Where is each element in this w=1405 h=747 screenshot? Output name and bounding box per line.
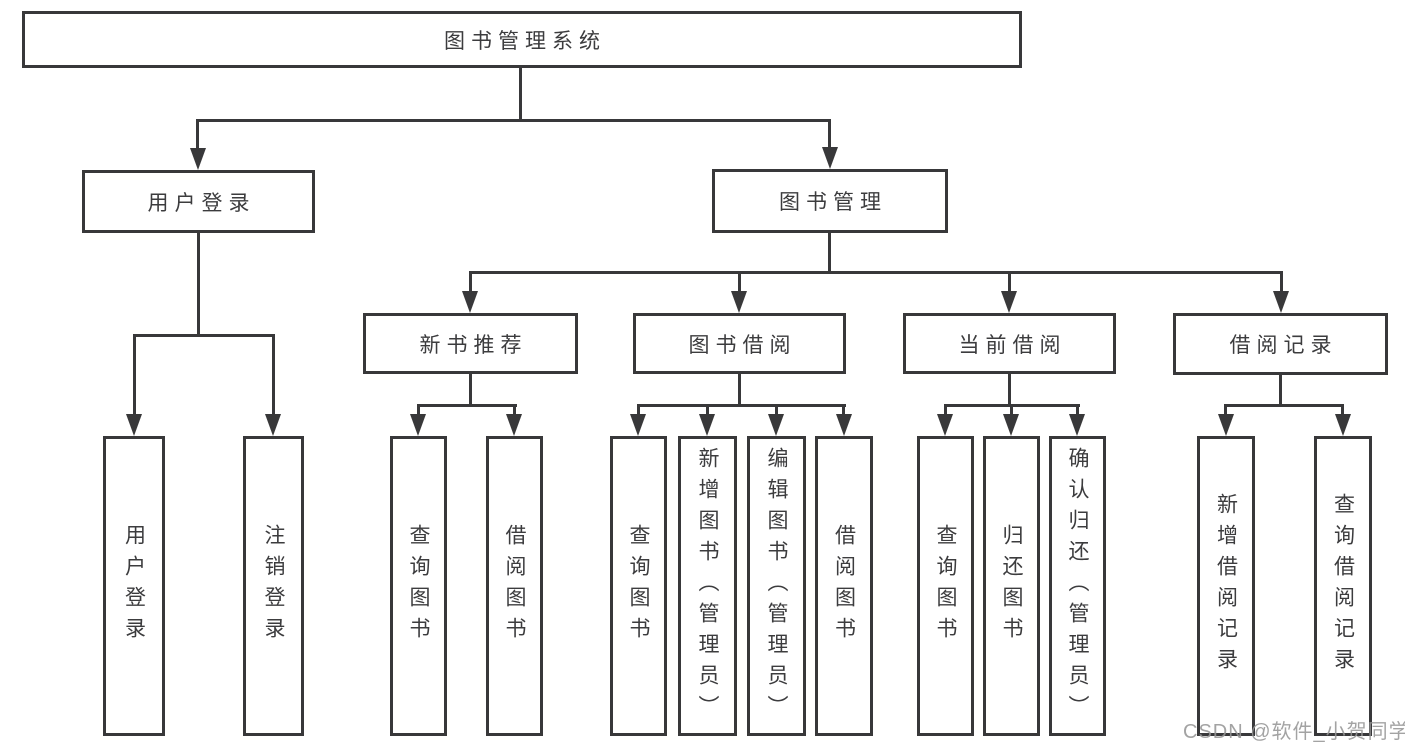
arrowhead-down [1069,414,1085,436]
connector-records-bar [1224,404,1344,407]
connector-bookborrow-bar [637,404,846,407]
connector-drop-user-login [196,119,199,151]
leaf-add-borrow-record: 新增借阅记录 [1197,436,1255,736]
arrowhead-down [1003,414,1019,436]
leaf-borrow-books-recommend: 借阅图书 [486,436,543,736]
node-book-management-group: 图书管理 [712,169,948,233]
connector-bookmgmt-bar [469,271,1283,274]
arrowhead-down [1335,414,1351,436]
leaf-logout: 注销登录 [243,436,304,736]
arrowhead-down [265,414,281,436]
connector-currentborrow-stem [1008,374,1011,407]
csdn-watermark: CSDN @软件_小贺同学 [1183,721,1405,743]
leaf-add-book-admin: 新增图书（管理员） [678,436,737,736]
connector-drop [944,404,947,418]
connector-drop-book-management [828,119,831,151]
connector-drop [842,404,845,418]
leaf-label: 新增借阅记录 [1214,493,1238,679]
connector-root-stem [519,68,522,122]
node-label: 借阅记录 [1229,334,1338,357]
arrowhead-down [506,414,522,436]
leaf-query-books-current: 查询图书 [917,436,974,736]
connector-drop [706,404,709,418]
connector-drop-leaf-logout [272,334,275,416]
leaf-label: 查询图书 [407,524,430,648]
node-label: 图书管理系统 [444,29,606,53]
leaf-label: 确认归还（管理员） [1066,446,1089,726]
arrowhead-down [937,414,953,436]
connector-drop [513,404,516,418]
connector-drop-book-borrow [738,271,741,293]
leaf-return-book: 归还图书 [983,436,1040,736]
leaf-label: 注销登录 [262,524,285,648]
arrowhead-down [699,414,715,436]
connector-drop-current-borrow [1008,271,1011,293]
node-label: 当前借阅 [958,333,1067,357]
connector-bookborrow-stem [738,374,741,407]
arrowhead-down [630,414,646,436]
connector-drop [1076,404,1079,418]
leaf-confirm-return-admin: 确认归还（管理员） [1049,436,1106,736]
leaf-label: 编辑图书（管理员） [765,446,788,726]
connector-newbook-bar [417,404,517,407]
leaf-query-borrow-record: 查询借阅记录 [1314,436,1372,736]
arrowhead-down [768,414,784,436]
connector-drop [417,404,420,418]
leaf-edit-book-admin: 编辑图书（管理员） [747,436,806,736]
leaf-label: 用户登录 [122,524,146,648]
arrowhead-down [1273,291,1289,313]
connector-drop [1010,404,1013,418]
leaf-label: 借阅图书 [503,524,526,648]
arrowhead-down [836,414,852,436]
arrowhead-down [1001,291,1017,313]
node-new-book-recommend: 新书推荐 [363,313,578,374]
connector-root-bar [197,119,831,122]
arrowhead-down [731,291,747,313]
connector-drop-new-book [469,271,472,293]
arrowhead-down [410,414,426,436]
leaf-label: 查询借阅记录 [1331,493,1355,679]
connector-newbook-stem [469,374,472,407]
leaf-label: 新增图书（管理员） [696,446,719,726]
leaf-label: 借阅图书 [832,524,856,648]
leaf-user-login: 用户登录 [103,436,165,736]
node-user-login-group: 用户登录 [82,170,315,233]
arrowhead-down [126,414,142,436]
arrowhead-down [190,148,206,170]
node-borrowing-records: 借阅记录 [1173,313,1388,375]
leaf-label: 查询图书 [627,524,650,648]
connector-drop-borrow-records [1280,271,1283,293]
leaf-borrow-books: 借阅图书 [815,436,873,736]
leaf-label: 查询图书 [934,524,957,648]
connector-userlogin-stem [197,233,200,337]
leaf-query-books-borrow: 查询图书 [610,436,667,736]
arrowhead-down [822,147,838,169]
connector-userlogin-bar [133,334,275,337]
node-label: 用户登录 [147,191,256,215]
arrowhead-down [1218,414,1234,436]
connector-drop [637,404,640,418]
connector-drop [775,404,778,418]
connector-drop [1341,404,1344,418]
node-current-borrowing: 当前借阅 [903,313,1116,374]
node-library-management-system: 图书管理系统 [22,11,1022,68]
leaf-label: 归还图书 [1000,524,1023,648]
node-label: 图书管理 [779,191,887,214]
connector-records-stem [1279,375,1282,407]
node-label: 新书推荐 [419,333,528,357]
leaf-query-books-recommend: 查询图书 [390,436,447,736]
connector-bookmgmt-stem [828,233,831,274]
node-book-borrowing: 图书借阅 [633,313,846,374]
arrowhead-down [462,291,478,313]
connector-drop-leaf-user-login [133,334,136,416]
connector-drop [1224,404,1227,418]
node-label: 图书借阅 [688,333,797,357]
